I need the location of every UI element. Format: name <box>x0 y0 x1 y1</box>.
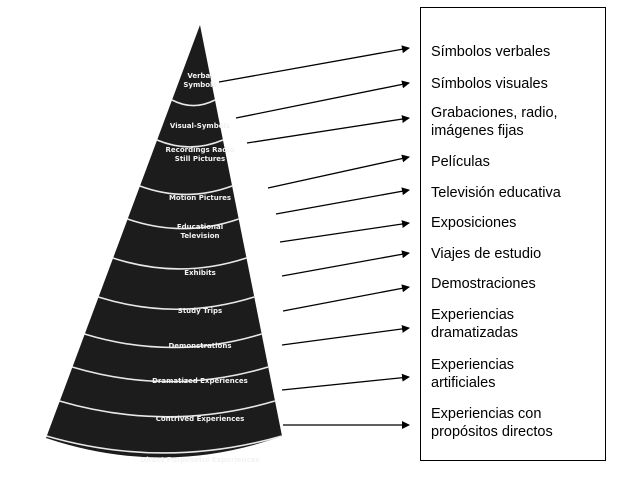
band-separator <box>156 139 224 148</box>
legend-item: Películas <box>431 154 490 170</box>
legend-item: Experiencias dramatizadas <box>431 307 519 341</box>
cone-label-visual-symbols: Visual-Symbols <box>170 122 230 130</box>
connector-arrow <box>281 250 410 277</box>
connector-arrow <box>275 187 410 215</box>
cone-label-dramatized-experiences: Dramatized Experiences <box>152 377 248 385</box>
connector-arrow <box>267 154 410 189</box>
cone-label-contrived-experiences: Contrived Experiences <box>156 415 245 423</box>
legend-item: Demostraciones <box>431 276 536 292</box>
legend-item: Viajes de estudio <box>431 246 542 262</box>
band-separator <box>112 257 247 270</box>
band-separator <box>71 366 269 383</box>
legend-item: Experiencias artificiales <box>431 357 515 391</box>
connector-arrow <box>235 80 410 119</box>
connector-arrow <box>218 45 410 83</box>
cone-label-exhibits: Exhibits <box>184 269 216 277</box>
cone-label-motion-pictures: Motion Pictures <box>169 194 231 202</box>
band-separator <box>59 400 276 418</box>
legend-item: Televisión educativa <box>431 185 561 201</box>
band-separator <box>84 333 262 349</box>
legend-item: Experiencias con propósitos directos <box>431 406 553 440</box>
legend-item: Símbolos visuales <box>431 76 548 92</box>
band-separator <box>98 296 255 310</box>
connector-arrow <box>246 115 410 144</box>
band-separator <box>171 99 216 107</box>
cone-body <box>46 25 282 458</box>
legend-item: Grabaciones, radio, imágenes fijas <box>431 105 558 139</box>
band-separator <box>127 218 239 230</box>
cone-label-demonstrations: Demonstrations <box>168 342 231 350</box>
band-separator <box>139 185 233 196</box>
band-separator <box>46 435 283 454</box>
legend-item: Exposiciones <box>431 215 517 231</box>
connector-arrow <box>279 220 410 243</box>
cone-label-study-trips: Study Trips <box>178 307 222 315</box>
legend-item: Símbolos verbales <box>431 44 551 60</box>
cone-label-direct-purposeful-experiences: Direct Purposeful Experiences <box>140 456 259 464</box>
connector-arrow <box>281 373 410 391</box>
legend-box <box>420 7 606 461</box>
connector-arrow <box>282 284 410 312</box>
connector-arrow <box>281 324 410 346</box>
